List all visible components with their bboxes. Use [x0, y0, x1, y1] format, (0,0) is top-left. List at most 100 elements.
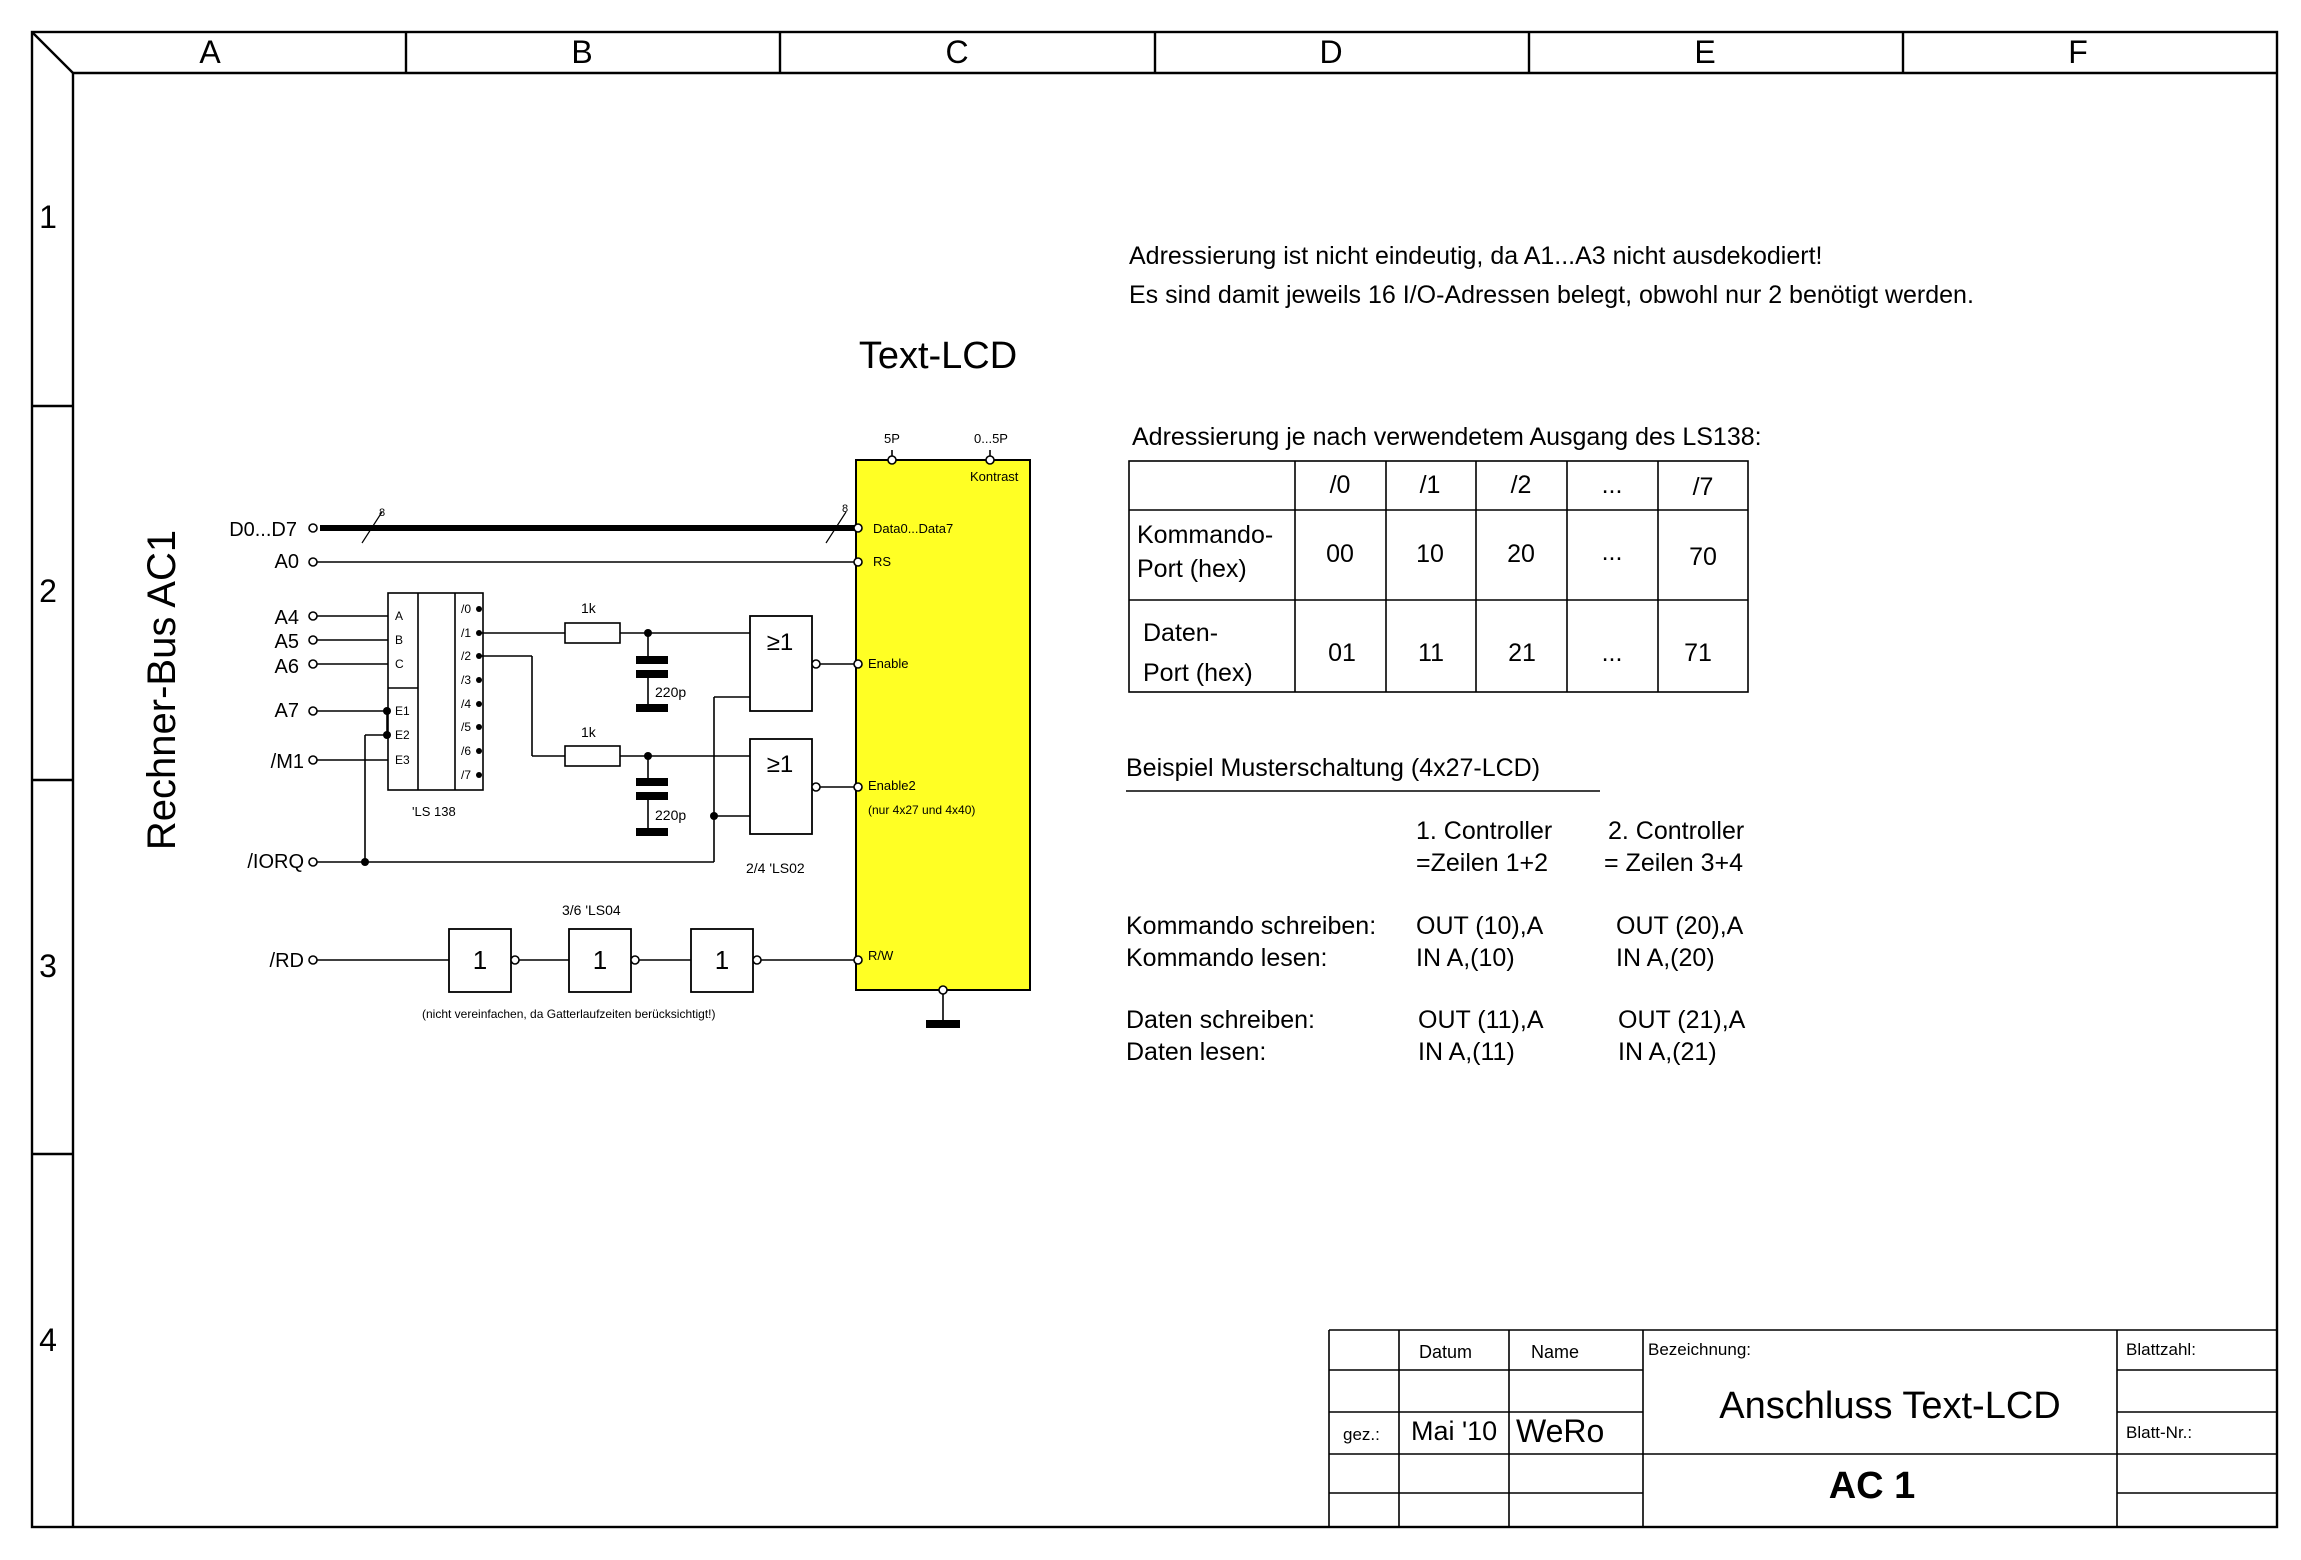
- side-title: Rechner-Bus AC1: [140, 530, 184, 850]
- signal-a5: A5: [275, 631, 299, 653]
- command-value: IN A,(20): [1616, 944, 1715, 972]
- title-block: [1328, 1329, 2277, 1527]
- table-cell: 00: [1326, 540, 1354, 568]
- enable2-pin-label: Enable2: [868, 778, 916, 793]
- table-header: ...: [1602, 471, 1623, 499]
- table-cell: ...: [1602, 538, 1623, 566]
- table-cell: 10: [1416, 540, 1444, 568]
- column-label: B: [571, 34, 592, 70]
- data-bus: [308, 511, 863, 544]
- rw-pin-label: R/W: [868, 948, 894, 963]
- command-label: Kommando schreiben:: [1126, 912, 1376, 940]
- inverter-name: 3/6 'LS04: [562, 902, 621, 918]
- ls138-e2: E2: [395, 728, 410, 742]
- ls138-out: /1: [461, 626, 471, 640]
- controller-2-heading: 2. Controller: [1608, 817, 1744, 845]
- table-cell: 20: [1507, 540, 1535, 568]
- inverter-note: (nicht vereinfachen, da Gatterlaufzeiten…: [422, 1007, 715, 1021]
- row-labels: 1 2 3 4: [39, 199, 57, 1358]
- ls138-decoder: [308, 592, 484, 866]
- drawer-name: WeRo: [1516, 1413, 1604, 1449]
- name-label: Name: [1531, 1342, 1579, 1362]
- ls138-in-b: B: [395, 633, 403, 647]
- command-value: IN A,(10): [1416, 944, 1515, 972]
- table-header: /7: [1693, 473, 1714, 501]
- ls138-out: /7: [461, 768, 471, 782]
- signal-a6: A6: [275, 656, 299, 678]
- drawing-id: AC 1: [1829, 1465, 1916, 1507]
- cap-1-label: 220p: [655, 684, 686, 700]
- blattzahl-label: Blattzahl:: [2126, 1340, 2196, 1359]
- lcd-title: Text-LCD: [859, 335, 1017, 377]
- table-header: /1: [1420, 471, 1441, 499]
- command-label: Kommando lesen:: [1126, 944, 1328, 972]
- resistor-1-label: 1k: [581, 600, 597, 616]
- ls138-out: /6: [461, 744, 471, 758]
- inverter-symbol: 1: [593, 945, 607, 975]
- column-label: A: [199, 34, 221, 70]
- ls138-out: /4: [461, 697, 471, 711]
- drawing-frame: [30, 30, 2279, 1529]
- ls138-e3: E3: [395, 753, 410, 767]
- row-label: 3: [39, 948, 57, 984]
- column-label: D: [1319, 34, 1342, 70]
- command-label: Daten lesen:: [1126, 1038, 1266, 1066]
- or-gate-symbol: ≥1: [767, 629, 794, 656]
- command-value: IN A,(21): [1618, 1038, 1717, 1066]
- table-cell: 71: [1684, 639, 1712, 667]
- ls138-out: /5: [461, 720, 471, 734]
- or-gate-symbol: ≥1: [767, 751, 794, 778]
- signal-iorq: /IORQ: [247, 851, 304, 873]
- nor-gate-name: 2/4 'LS02: [746, 860, 805, 876]
- row-label: 1: [39, 199, 57, 235]
- command-value: OUT (21),A: [1618, 1006, 1746, 1034]
- bus-signal-labels: D0...D7 A0 A4 A5 A6 A7 /M1 /IORQ /RD: [229, 519, 304, 972]
- table-header: /0: [1330, 471, 1351, 499]
- pin-5p-label: 5P: [884, 431, 900, 446]
- example-controllers: 1. Controller =Zeilen 1+2 2. Controller …: [1416, 817, 1744, 877]
- ls138-pin-labels: A B C E1 E2 E3 /0 /1 /2 /3 /4 /5 /6 /7 '…: [395, 602, 471, 819]
- enable-pin-label: Enable: [868, 656, 908, 671]
- ls138-name: 'LS 138: [412, 804, 456, 819]
- note-line-1: Adressierung ist nicht eindeutig, da A1.…: [1129, 242, 1822, 270]
- gez-label: gez.:: [1343, 1425, 1380, 1444]
- enable-path-2: [479, 655, 750, 836]
- blattnr-label: Blatt-Nr.:: [2126, 1423, 2192, 1442]
- row-label: Daten-: [1143, 619, 1218, 647]
- column-labels: A B C D E F: [199, 34, 2087, 70]
- ls138-in-a: A: [395, 609, 403, 623]
- address-table: [1128, 460, 1749, 693]
- signal-m1: /M1: [271, 751, 304, 773]
- table-cell: 01: [1328, 639, 1356, 667]
- ls138-out: /2: [461, 649, 471, 663]
- rd-inverter-chain: [308, 928, 863, 993]
- resistor-2-label: 1k: [581, 724, 597, 740]
- example-commands: Kommando schreiben: OUT (10),A OUT (20),…: [1126, 912, 1746, 1066]
- cap-2-label: 220p: [655, 807, 686, 823]
- signal-a4: A4: [275, 607, 299, 629]
- example-title: Beispiel Musterschaltung (4x27-LCD): [1126, 754, 1540, 782]
- ls138-in-c: C: [395, 657, 404, 671]
- bezeichnung-label: Bezeichnung:: [1648, 1340, 1751, 1359]
- command-label: Daten schreiben:: [1126, 1006, 1315, 1034]
- table-cell: 11: [1418, 639, 1444, 667]
- lcd-module: [855, 450, 1031, 1028]
- row-label: Kommando-: [1137, 521, 1273, 549]
- signal-rd: /RD: [270, 950, 304, 972]
- enable2-note: (nur 4x27 und 4x40): [868, 803, 975, 817]
- controller-1-heading: 1. Controller: [1416, 817, 1552, 845]
- bus-width-label: 8: [842, 503, 848, 515]
- inverter-symbol: 1: [473, 945, 487, 975]
- row-label: Port (hex): [1137, 555, 1247, 583]
- bus-width-label: 8: [379, 507, 385, 519]
- iorq-wire: [308, 857, 714, 867]
- column-label: C: [945, 34, 968, 70]
- controller-1-rows: =Zeilen 1+2: [1416, 849, 1548, 877]
- command-value: OUT (11),A: [1418, 1006, 1544, 1034]
- ls138-out: /3: [461, 673, 471, 687]
- enable-path-1: [479, 622, 750, 712]
- signal-d0d7: D0...D7: [229, 519, 297, 541]
- drawing-title: Anschluss Text-LCD: [1719, 1385, 2060, 1427]
